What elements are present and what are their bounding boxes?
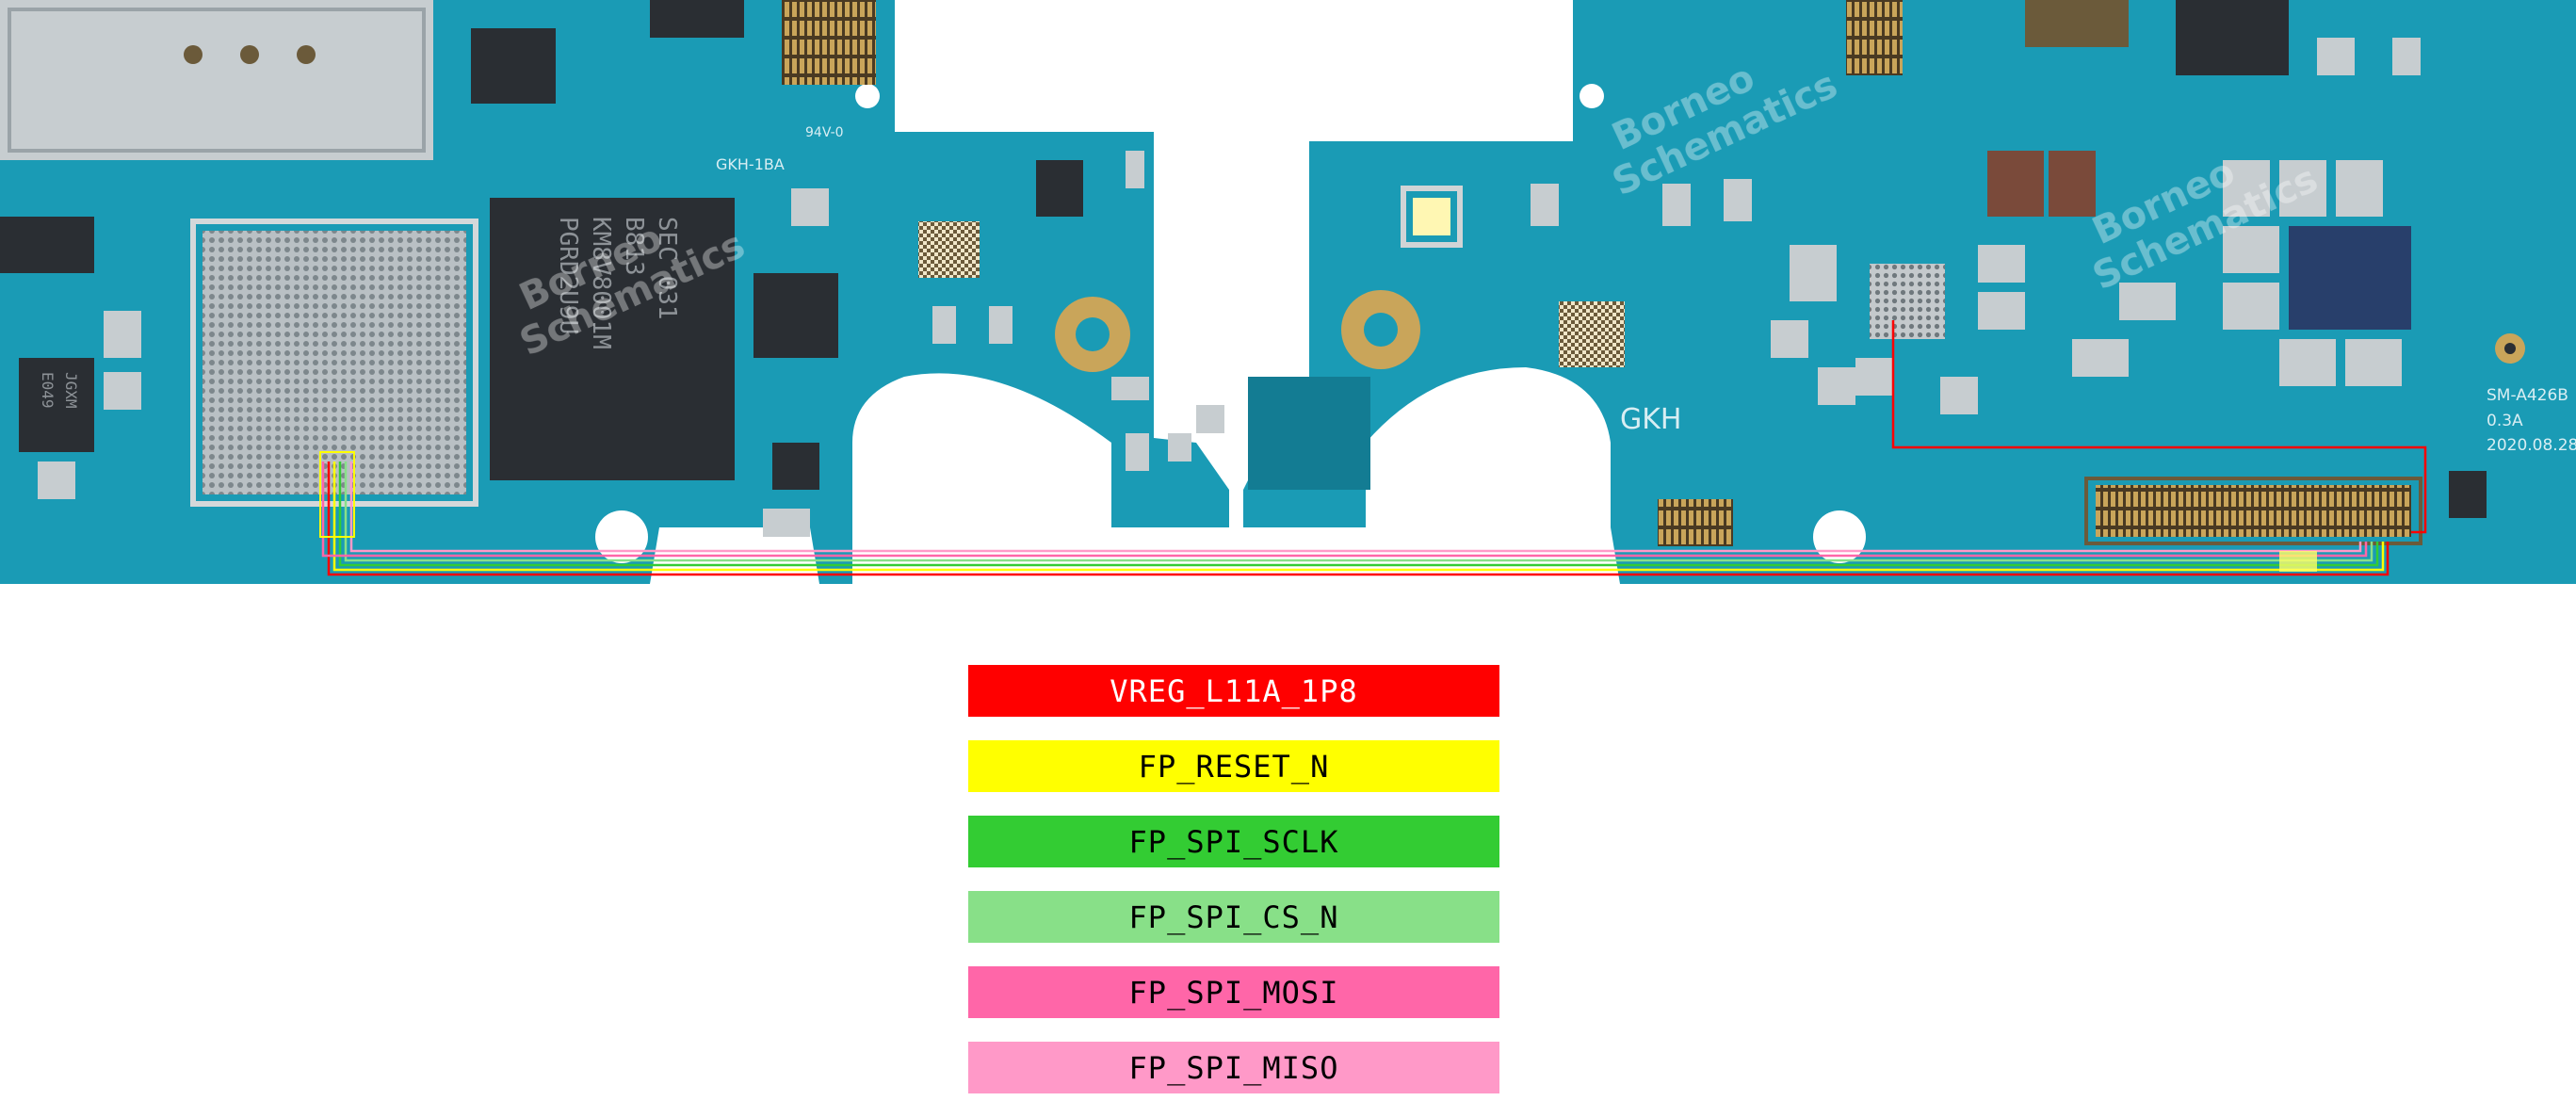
pmic-bga-footprint: [1870, 264, 1945, 339]
legend-label: FP_SPI_SCLK: [1128, 823, 1339, 860]
silkscreen-model: SM-A426B: [2487, 386, 2568, 405]
fingerprint-fpc-connector: [2096, 485, 2411, 537]
ram-marking-line2: B813: [620, 217, 648, 276]
ram-marking-line3: KM8V8001M: [587, 217, 615, 349]
pmic-chip: [19, 358, 94, 452]
silkscreen-right-code: GKH: [1620, 403, 1681, 436]
board-connector: [782, 0, 876, 85]
signal-traces: [321, 320, 2427, 576]
mounting-hole: [1580, 84, 1604, 108]
legend-label: FP_SPI_MISO: [1128, 1049, 1339, 1086]
legend-label: FP_SPI_MOSI: [1128, 974, 1339, 1011]
legend-item-fp-spi-mosi: FP_SPI_MOSI: [968, 966, 1499, 1018]
ram-chip: [490, 198, 735, 480]
datamatrix-code: [918, 221, 980, 278]
sim-tray-shield: [0, 0, 433, 160]
silkscreen-revision: 0.3A: [2487, 412, 2523, 430]
legend-item-vreg-l11a-1p8: VREG_L11A_1P8: [968, 665, 1499, 717]
pin-highlights: [319, 451, 2317, 572]
datamatrix-code: [1559, 301, 1625, 367]
legend-item-fp-reset-n: FP_RESET_N: [968, 740, 1499, 792]
silkscreen-rating: 94V-0: [805, 125, 844, 140]
legend-item-fp-spi-cs-n: FP_SPI_CS_N: [968, 891, 1499, 943]
mounting-hole: [855, 84, 880, 108]
silkscreen-left-code: GKH-1BA: [716, 155, 785, 173]
ram-marking-line1: SEC 031: [653, 217, 681, 320]
pmic-marking-line1: JGXM: [62, 372, 80, 409]
pmic-marking-line2: E049: [39, 372, 57, 409]
camera-flash-led: [1413, 198, 1450, 235]
legend-item-fp-spi-sclk: FP_SPI_SCLK: [968, 816, 1499, 867]
legend-item-fp-spi-miso: FP_SPI_MISO: [968, 1042, 1499, 1093]
legend-label: FP_RESET_N: [1138, 748, 1330, 785]
rf-chip: [2289, 226, 2411, 330]
pcb-board-photo: SEC 031 B813 KM8V8001M PGRD2U9U JGXM E04…: [0, 0, 2576, 584]
silkscreen-date: 2020.08.28: [2487, 436, 2576, 455]
legend-label: VREG_L11A_1P8: [1110, 672, 1358, 709]
ram-marking-line4: PGRD2U9U: [554, 217, 582, 334]
cpu-bga-footprint: [203, 231, 466, 494]
legend-label: FP_SPI_CS_N: [1128, 899, 1339, 935]
